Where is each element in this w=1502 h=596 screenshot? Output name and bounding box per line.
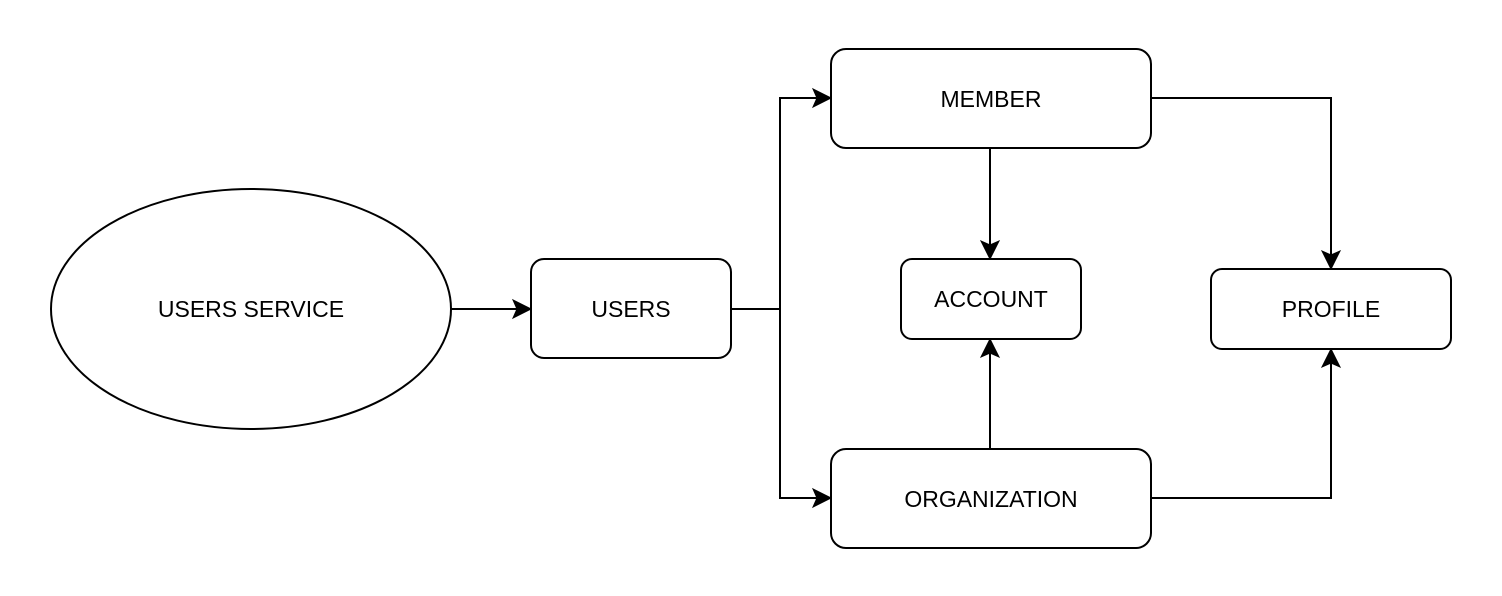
edge-organization-to-account — [979, 337, 1001, 449]
edge-organization-to-profile — [1151, 347, 1342, 499]
arrowhead — [979, 239, 1001, 261]
arrowhead — [979, 337, 1001, 359]
arrowhead — [811, 487, 833, 509]
node-account[interactable]: ACCOUNT — [900, 258, 1082, 340]
edge-member-to-profile — [1151, 97, 1342, 271]
arrowhead — [1320, 347, 1342, 369]
node-member[interactable]: MEMBER — [830, 48, 1152, 149]
arrowhead — [511, 298, 533, 320]
account-box — [900, 258, 1082, 340]
edge-users-to-member — [731, 87, 833, 310]
node-organization[interactable]: ORGANIZATION — [830, 448, 1152, 549]
organization-label: ORGANIZATION — [904, 486, 1077, 512]
users-label: USERS — [591, 296, 670, 322]
edges — [451, 87, 1342, 509]
node-users-service[interactable]: USERS SERVICE — [50, 188, 452, 430]
node-profile[interactable]: PROFILE — [1210, 268, 1452, 350]
edge-users-to-organization — [779, 309, 833, 509]
arrowhead — [1320, 249, 1342, 271]
profile-box — [1210, 268, 1452, 350]
member-label: MEMBER — [941, 86, 1042, 112]
account-label: ACCOUNT — [934, 286, 1048, 312]
edge-users-service-to-users — [451, 298, 533, 320]
edge-member-to-account — [979, 148, 1001, 261]
member-box — [830, 48, 1152, 149]
arrowhead — [811, 87, 833, 109]
users-service-label: USERS SERVICE — [158, 296, 344, 322]
profile-label: PROFILE — [1282, 296, 1380, 322]
node-users[interactable]: USERS — [530, 258, 732, 359]
organization-box — [830, 448, 1152, 549]
users-box — [530, 258, 732, 359]
users-service-ellipse — [50, 188, 452, 430]
